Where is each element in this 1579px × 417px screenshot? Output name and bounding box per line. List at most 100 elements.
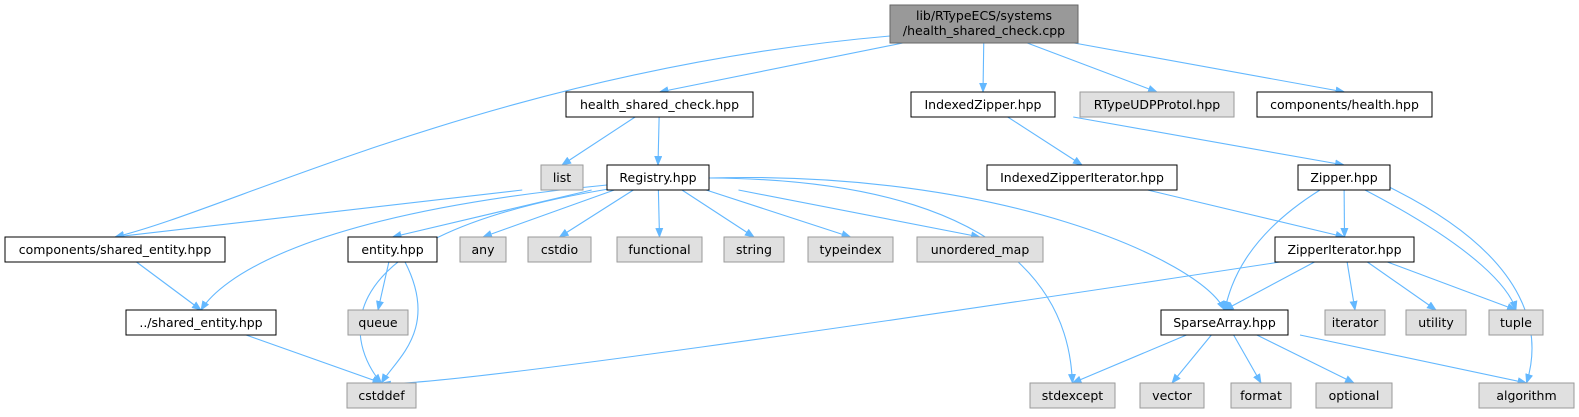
node-shared-entity-hpp[interactable]: ../shared_entity.hpp: [125, 309, 277, 336]
node-label-line: lib/RTypeECS/systems: [916, 8, 1052, 23]
node-zipper-hpp[interactable]: Zipper.hpp: [1297, 164, 1391, 191]
edge-sparse-array-hpp-to-vector: [1171, 334, 1212, 384]
node-sparse-array-hpp[interactable]: SparseArray.hpp: [1160, 309, 1289, 336]
node-label: format: [1240, 388, 1282, 403]
node-label: stdexcept: [1042, 388, 1103, 403]
node-rtype-udp-protol-hpp: RTypeUDPProtol.hpp: [1079, 91, 1235, 118]
edge-registry-hpp-to-components-shared-entity-hpp: [114, 189, 523, 240]
edge-registry-hpp-to-string: [681, 189, 755, 238]
node-label: IndexedZipper.hpp: [924, 97, 1041, 112]
edge-entity-hpp-to-cstddef: [380, 261, 419, 384]
edge-zipper-hpp-to-algorithm: [1384, 184, 1534, 384]
node-cstddef: cstddef: [346, 382, 417, 409]
node-zipper-iterator-hpp[interactable]: ZipperIterator.hpp: [1274, 236, 1415, 263]
node-cstdio: cstdio: [527, 236, 592, 263]
edge-sparse-array-hpp-to-format: [1233, 334, 1262, 384]
node-indexed-zipper-iterator-hpp[interactable]: IndexedZipperIterator.hpp: [986, 164, 1178, 191]
node-label-line: /health_shared_check.cpp: [903, 23, 1065, 38]
node-stdexcept: stdexcept: [1029, 382, 1116, 409]
node-label: Registry.hpp: [619, 170, 696, 185]
edge-root-to-health-shared-check-hpp: [658, 42, 903, 95]
edge-components-shared-entity-hpp-to-shared-entity-hpp: [136, 261, 202, 311]
edge-sparse-array-hpp-to-optional: [1256, 334, 1355, 384]
edge-registry-hpp-to-typeindex: [705, 189, 852, 239]
edge-registry-hpp-to-unordered-map: [738, 189, 981, 240]
node-vector: vector: [1139, 382, 1205, 409]
edge-root-to-components-health-hpp: [1074, 42, 1346, 95]
edge-root-to-components-shared-entity-hpp: [114, 35, 891, 239]
node-optional: optional: [1315, 382, 1393, 409]
edge-registry-hpp-to-stdexcept: [708, 177, 1076, 384]
node-label: functional: [628, 242, 690, 257]
node-any: any: [459, 236, 507, 263]
edge-zipper-iterator-hpp-to-sparse-array-hpp: [1223, 261, 1315, 311]
edge-indexed-zipper-hpp-to-indexed-zipper-iterator-hpp: [1007, 116, 1083, 166]
edge-root-to-indexed-zipper-hpp: [979, 42, 988, 93]
edge-zipper-iterator-hpp-to-iterator: [1346, 261, 1358, 311]
node-label: ../shared_entity.hpp: [139, 315, 262, 330]
node-unordered-map: unordered_map: [916, 236, 1044, 263]
node-algorithm: algorithm: [1478, 382, 1575, 409]
node-components-health-hpp[interactable]: components/health.hpp: [1256, 91, 1433, 118]
nodes-layer: lib/RTypeECS/systems/health_shared_check…: [4, 4, 1575, 409]
node-format: format: [1230, 382, 1292, 409]
edge-registry-hpp-to-cstddef: [359, 187, 616, 384]
node-registry-hpp[interactable]: Registry.hpp: [606, 164, 710, 191]
node-root: lib/RTypeECS/systems/health_shared_check…: [889, 4, 1079, 44]
node-components-shared-entity-hpp[interactable]: components/shared_entity.hpp: [4, 236, 226, 263]
node-utility: utility: [1405, 309, 1467, 336]
edge-health-shared-check-hpp-to-registry-hpp: [654, 116, 663, 166]
node-label: IndexedZipperIterator.hpp: [1000, 170, 1164, 185]
node-label: SparseArray.hpp: [1173, 315, 1276, 330]
node-label: string: [736, 242, 772, 257]
edge-zipper-iterator-hpp-to-utility: [1367, 261, 1437, 311]
node-label: Zipper.hpp: [1310, 170, 1377, 185]
edge-registry-hpp-to-cstdio: [558, 189, 634, 238]
edge-shared-entity-hpp-to-cstddef: [245, 334, 383, 384]
node-string: string: [723, 236, 785, 263]
node-list: list: [540, 164, 584, 191]
node-typeindex: typeindex: [807, 236, 894, 263]
node-label: vector: [1152, 388, 1193, 403]
edge-sparse-array-hpp-to-stdexcept: [1071, 334, 1187, 384]
edge-registry-hpp-to-functional: [655, 189, 664, 238]
node-tuple: tuple: [1488, 309, 1544, 336]
node-label: components/shared_entity.hpp: [19, 242, 212, 257]
edge-zipper-hpp-to-sparse-array-hpp: [1223, 189, 1321, 311]
node-label: optional: [1329, 388, 1380, 403]
edge-zipper-iterator-hpp-to-cstddef: [380, 261, 1281, 389]
edge-registry-hpp-to-entity-hpp: [391, 189, 592, 239]
node-health-shared-check-hpp[interactable]: health_shared_check.hpp: [565, 91, 754, 118]
edge-sparse-array-hpp-to-algorithm: [1299, 334, 1528, 386]
edge-registry-hpp-to-shared-entity-hpp: [200, 184, 608, 311]
node-label: components/health.hpp: [1270, 97, 1419, 112]
edge-registry-hpp-to-any: [482, 189, 615, 238]
edges-layer: [114, 35, 1534, 389]
node-iterator: iterator: [1324, 309, 1386, 336]
edge-indexed-zipper-hpp-to-zipper-hpp: [1073, 116, 1345, 168]
edge-zipper-iterator-hpp-to-tuple: [1387, 261, 1517, 311]
node-label: algorithm: [1496, 388, 1556, 403]
node-indexed-zipper-hpp[interactable]: IndexedZipper.hpp: [910, 91, 1056, 118]
node-label: list: [553, 170, 571, 185]
node-label: typeindex: [819, 242, 881, 257]
edge-root-to-rtype-udp-protol-hpp: [1027, 42, 1158, 93]
node-label: tuple: [1500, 315, 1532, 330]
node-label: entity.hpp: [361, 242, 423, 257]
node-label: iterator: [1332, 315, 1379, 330]
node-label: RTypeUDPProtol.hpp: [1094, 97, 1220, 112]
node-label: utility: [1418, 315, 1454, 330]
node-label: queue: [358, 315, 397, 330]
node-label: cstdio: [541, 242, 578, 257]
edge-zipper-hpp-to-tuple: [1364, 189, 1518, 311]
node-label: unordered_map: [931, 242, 1030, 257]
node-entity-hpp[interactable]: entity.hpp: [347, 236, 438, 263]
node-label: cstddef: [358, 388, 405, 403]
node-queue: queue: [347, 309, 409, 336]
edge-health-shared-check-hpp-to-list: [561, 116, 636, 166]
edge-registry-hpp-to-sparse-array-hpp: [708, 176, 1225, 311]
node-functional: functional: [616, 236, 703, 263]
node-label: any: [472, 242, 496, 257]
edge-entity-hpp-to-queue: [376, 261, 390, 311]
